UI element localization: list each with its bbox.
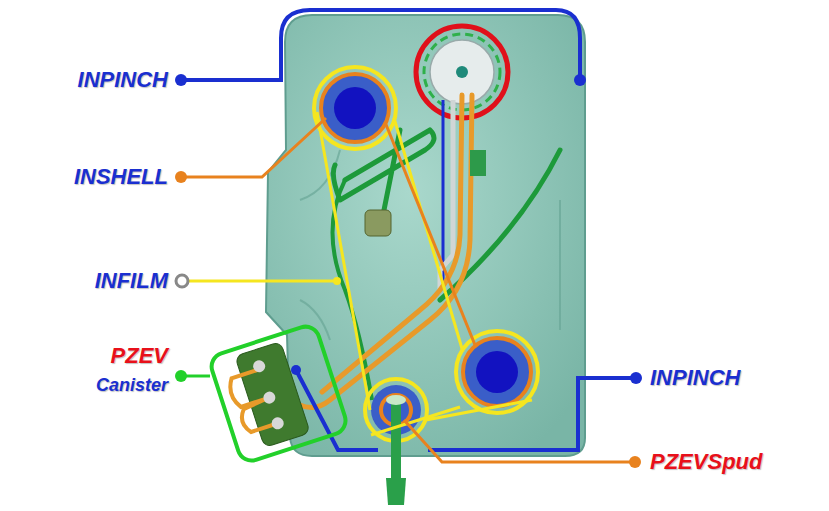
leader-dot — [333, 277, 341, 285]
shell-disc-outer — [321, 74, 389, 142]
connector — [470, 150, 486, 176]
spud-leader — [404, 420, 630, 462]
canister-leader — [186, 375, 210, 378]
leader-dot — [175, 171, 187, 183]
shell-label: INSHELL — [74, 165, 168, 189]
canister-body — [235, 341, 310, 447]
leader-dot — [175, 74, 187, 86]
film-label: INFILM — [95, 269, 168, 293]
shell-leader — [186, 118, 326, 177]
canister-frame — [208, 323, 349, 464]
canister-port — [270, 416, 285, 431]
spud-cap — [386, 395, 406, 405]
leader-dot — [629, 456, 641, 468]
film-line — [317, 112, 532, 435]
shell-line — [385, 122, 475, 345]
canister-port — [262, 390, 277, 405]
spud-pipe — [391, 400, 401, 480]
pinch-line — [186, 10, 580, 80]
shell-disc — [334, 87, 376, 129]
pinch-label: INPINCH — [78, 68, 168, 92]
canister-label: Canister — [96, 376, 168, 396]
canister-label: PZEV — [111, 344, 168, 368]
film-leader — [188, 280, 337, 283]
tank-body — [266, 15, 585, 456]
blue-line — [442, 100, 445, 285]
spud-label: PZEVSpud — [650, 450, 762, 474]
valve-body — [365, 210, 391, 236]
shell-film-ring — [314, 67, 396, 149]
shell-disc-outer — [463, 338, 531, 406]
spud-nozzle — [386, 478, 406, 505]
leader-dot — [175, 370, 187, 382]
pinch-label: INPINCH — [650, 366, 740, 390]
shell-disc — [476, 351, 518, 393]
leader-dot — [630, 372, 642, 384]
pump-module-center — [456, 66, 468, 78]
leader-dot — [291, 365, 301, 375]
pinch-line — [296, 370, 632, 450]
leader-dot — [574, 74, 586, 86]
leader-dot — [176, 275, 188, 287]
canister-port — [252, 359, 267, 374]
